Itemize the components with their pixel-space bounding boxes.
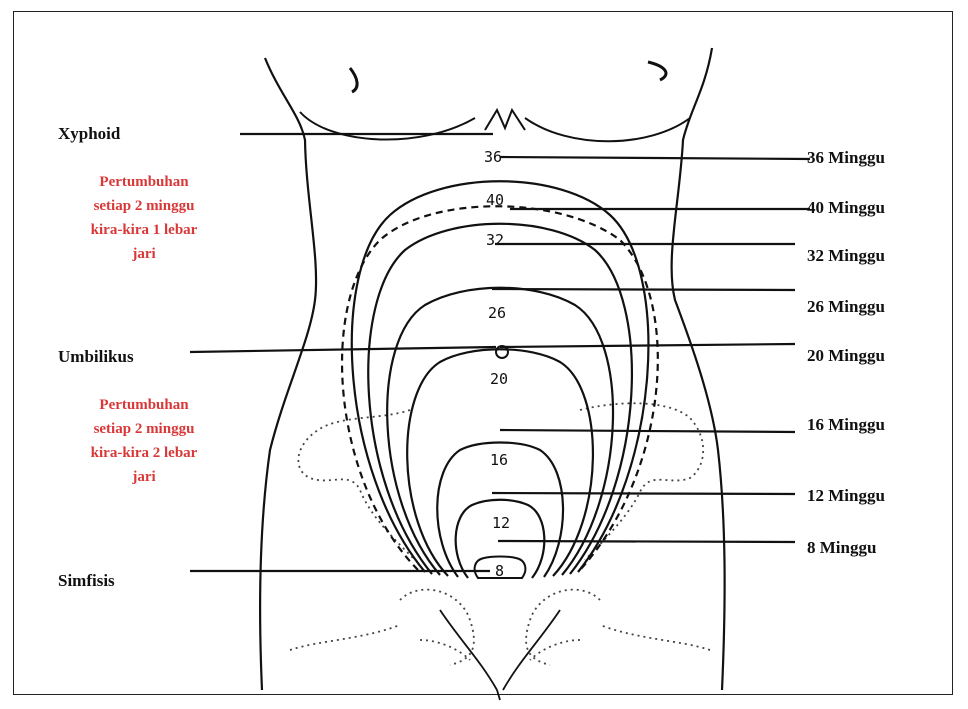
fundus-number-16: 16 (490, 451, 508, 469)
leader-36 (500, 157, 810, 159)
label-umbilikus: Umbilikus (58, 347, 134, 367)
note-line: Pertumbuhan (54, 170, 234, 194)
note-line: setiap 2 minggu (54, 417, 234, 441)
week-label-8: 8 Minggu (807, 538, 876, 558)
breast-right (525, 118, 690, 141)
leader-26 (492, 289, 795, 290)
fundus-number-40: 40 (486, 191, 504, 209)
week-label-32: 32 Minggu (807, 246, 885, 266)
label-simfisis: Simfisis (58, 571, 115, 591)
note-line: Pertumbuhan (54, 393, 234, 417)
week-label-16: 16 Minggu (807, 415, 885, 435)
fundus-number-36: 36 (484, 148, 502, 166)
note-line: kira-kira 2 lebar (54, 441, 234, 465)
week-label-12: 12 Minggu (807, 486, 885, 506)
week-label-26: 26 Minggu (807, 297, 885, 317)
fundus-number-20: 20 (490, 370, 508, 388)
growth-note-upper: Pertumbuhan setiap 2 minggu kira-kira 1 … (54, 170, 234, 266)
torso-outline-left (260, 58, 316, 690)
hip-outline (290, 625, 710, 650)
leader-8 (498, 541, 795, 542)
week-label-36: 36 Minggu (807, 148, 885, 168)
week-label-40: 40 Minggu (807, 198, 885, 218)
note-line: jari (54, 465, 234, 489)
fundus-number-32: 32 (486, 231, 504, 249)
pelvis-lower (400, 590, 600, 665)
note-line: jari (54, 242, 234, 266)
fundus-number-26: 26 (488, 304, 506, 322)
breast-left (300, 112, 475, 140)
nipple-left (350, 68, 357, 92)
note-line: setiap 2 minggu (54, 194, 234, 218)
leader-16 (500, 430, 795, 432)
groin-lines (440, 610, 560, 700)
xyphoid-notch (485, 110, 525, 130)
leader-12 (492, 493, 795, 494)
week-label-20: 20 Minggu (807, 346, 885, 366)
leader-20 (500, 344, 795, 347)
label-xyphoid: Xyphoid (58, 124, 120, 144)
pelvis-left (298, 410, 415, 560)
note-line: kira-kira 1 lebar (54, 218, 234, 242)
fundus-number-8: 8 (495, 562, 504, 580)
growth-note-lower: Pertumbuhan setiap 2 minggu kira-kira 2 … (54, 393, 234, 489)
torso-outline-right (672, 48, 725, 690)
fundus-number-12: 12 (492, 514, 510, 532)
pelvis-right (580, 403, 703, 560)
nipple-right (648, 62, 666, 80)
